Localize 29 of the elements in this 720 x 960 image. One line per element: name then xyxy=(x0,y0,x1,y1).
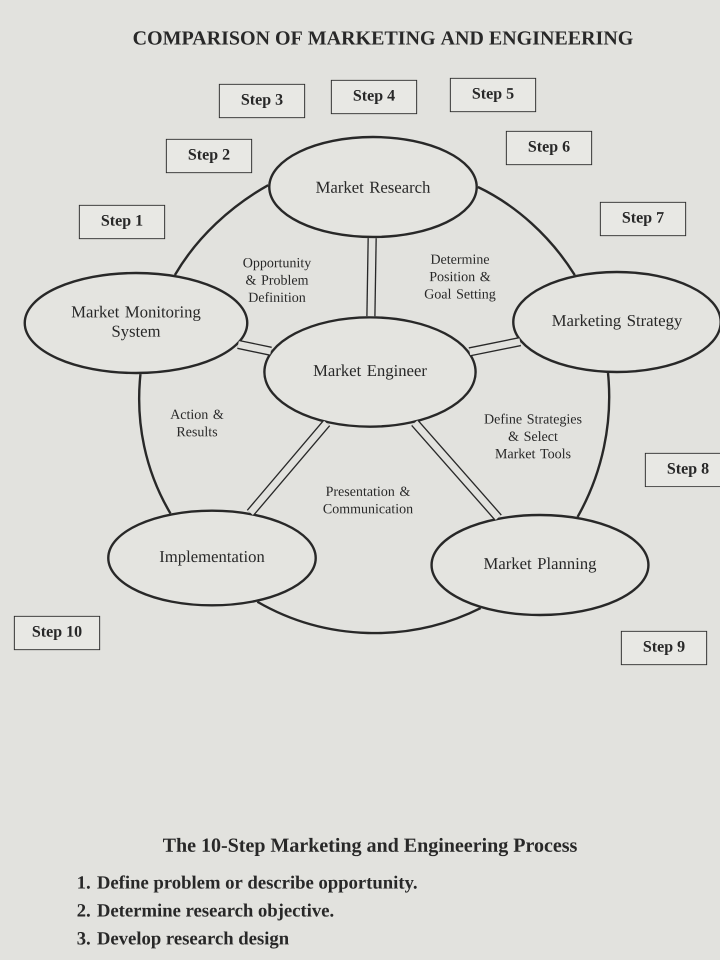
connector xyxy=(411,420,502,521)
connector xyxy=(366,238,377,316)
step-box: Step 6 xyxy=(506,130,592,166)
connector xyxy=(256,600,482,634)
list-item: 1. Define problem or describe opportunity. xyxy=(78,875,417,893)
list-item: 3. Develop research design xyxy=(77,931,289,949)
sector-label: Action & Results xyxy=(170,410,224,436)
step-box: Step 4 xyxy=(330,80,418,114)
step-box: Step 10 xyxy=(14,616,100,650)
connector xyxy=(246,420,330,516)
step-box: Step 1 xyxy=(78,204,166,240)
connector xyxy=(477,186,576,276)
connector xyxy=(468,337,522,356)
sector-label: Presentation & Communication xyxy=(323,486,413,514)
list-heading: The 10-Step Marketing and Engineering Process xyxy=(163,838,577,856)
connector xyxy=(174,184,269,276)
step-box: Step 3 xyxy=(218,84,306,118)
sector-label: Determine Position & Goal Setting xyxy=(424,254,496,302)
connector xyxy=(237,340,272,356)
step-box: Step 9 xyxy=(620,630,708,666)
step-box: Step 7 xyxy=(600,202,686,236)
title: COMPARISON OF MARKETING AND ENGINEERING xyxy=(134,31,633,45)
step-box: Step 8 xyxy=(644,452,720,488)
list-item: 2. Determine research objective. xyxy=(77,904,334,920)
connector xyxy=(576,372,610,518)
sector-label: Define Strategies & Select Market Tools xyxy=(484,414,582,458)
step-box: Step 5 xyxy=(450,78,536,112)
connector xyxy=(138,374,172,514)
step-box: Step 2 xyxy=(166,138,252,174)
